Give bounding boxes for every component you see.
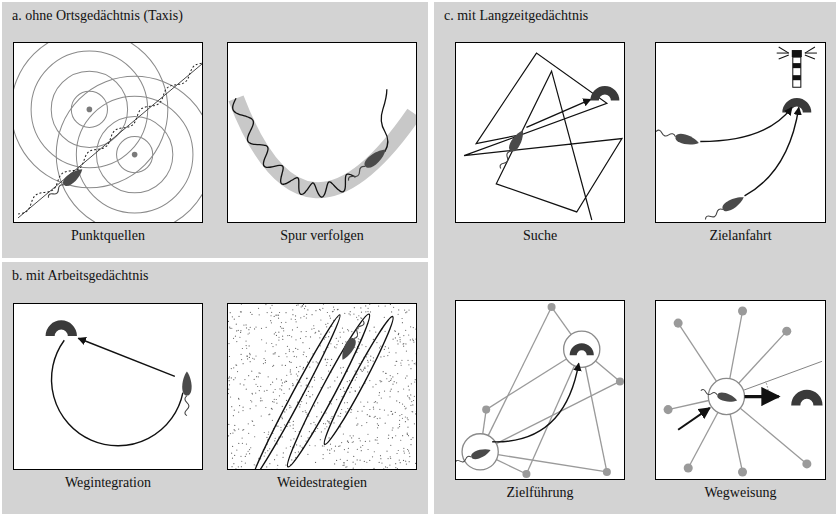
figure-box: Weidestrategien: [227, 303, 417, 470]
illustration: [656, 43, 825, 222]
figure-caption: Punktquellen: [14, 228, 202, 244]
nest-icon: [590, 86, 619, 100]
figure-box: Wegintegration: [13, 303, 203, 470]
nest-icon: [570, 343, 594, 355]
rat-icon: [456, 446, 492, 466]
rat-icon: [656, 127, 700, 148]
figure-caption: Wegintegration: [14, 475, 202, 491]
nest-icon: [782, 98, 811, 112]
figure-box: Spur verfolgen: [227, 42, 417, 223]
figure-caption: Weidestrategien: [228, 475, 416, 491]
figure-caption: Spur verfolgen: [228, 228, 416, 244]
figure-box: Zielanfahrt: [655, 42, 826, 223]
nest-icon: [791, 390, 822, 406]
illustration: [14, 43, 202, 222]
illustration: [228, 304, 416, 469]
figure-box: Suche: [455, 42, 625, 223]
figure-box: Zielführung: [455, 300, 625, 480]
rat-icon: [182, 371, 191, 415]
memory-panel: PunktquellenSpur verfolgena. ohne Ortsge…: [2, 2, 428, 258]
panel-heading: c. mit Langzeitgedächtnis: [444, 8, 588, 24]
rat-icon: [45, 166, 85, 202]
figure-caption: Wegweisung: [656, 485, 825, 501]
illustration: [14, 304, 202, 469]
rat-icon: [345, 145, 389, 184]
illustration: [456, 301, 624, 479]
figure-box: Wegweisung: [655, 300, 826, 480]
illustration: [456, 43, 624, 222]
panel-heading: a. ohne Ortsgedächtnis (Taxis): [12, 8, 183, 24]
figure-caption: Zielanfahrt: [656, 228, 825, 244]
figure-caption: Suche: [456, 228, 624, 244]
figure-caption: Zielführung: [456, 485, 624, 501]
illustration: [656, 301, 825, 479]
rat-icon: [703, 193, 746, 222]
rat-icon: [338, 319, 367, 362]
memory-panel: SucheZielanfahrtZielführungWegweisungc. …: [434, 2, 836, 514]
rat-icon: [700, 387, 738, 404]
figure-box: Punktquellen: [13, 42, 203, 223]
panel-heading: b. mit Arbeitsgedächtnis: [12, 268, 148, 284]
nest-icon: [46, 320, 77, 336]
rat-icon: [497, 128, 527, 171]
memory-panel: WegintegrationWeidestrategienb. mit Arbe…: [2, 262, 428, 514]
illustration: [228, 43, 416, 222]
